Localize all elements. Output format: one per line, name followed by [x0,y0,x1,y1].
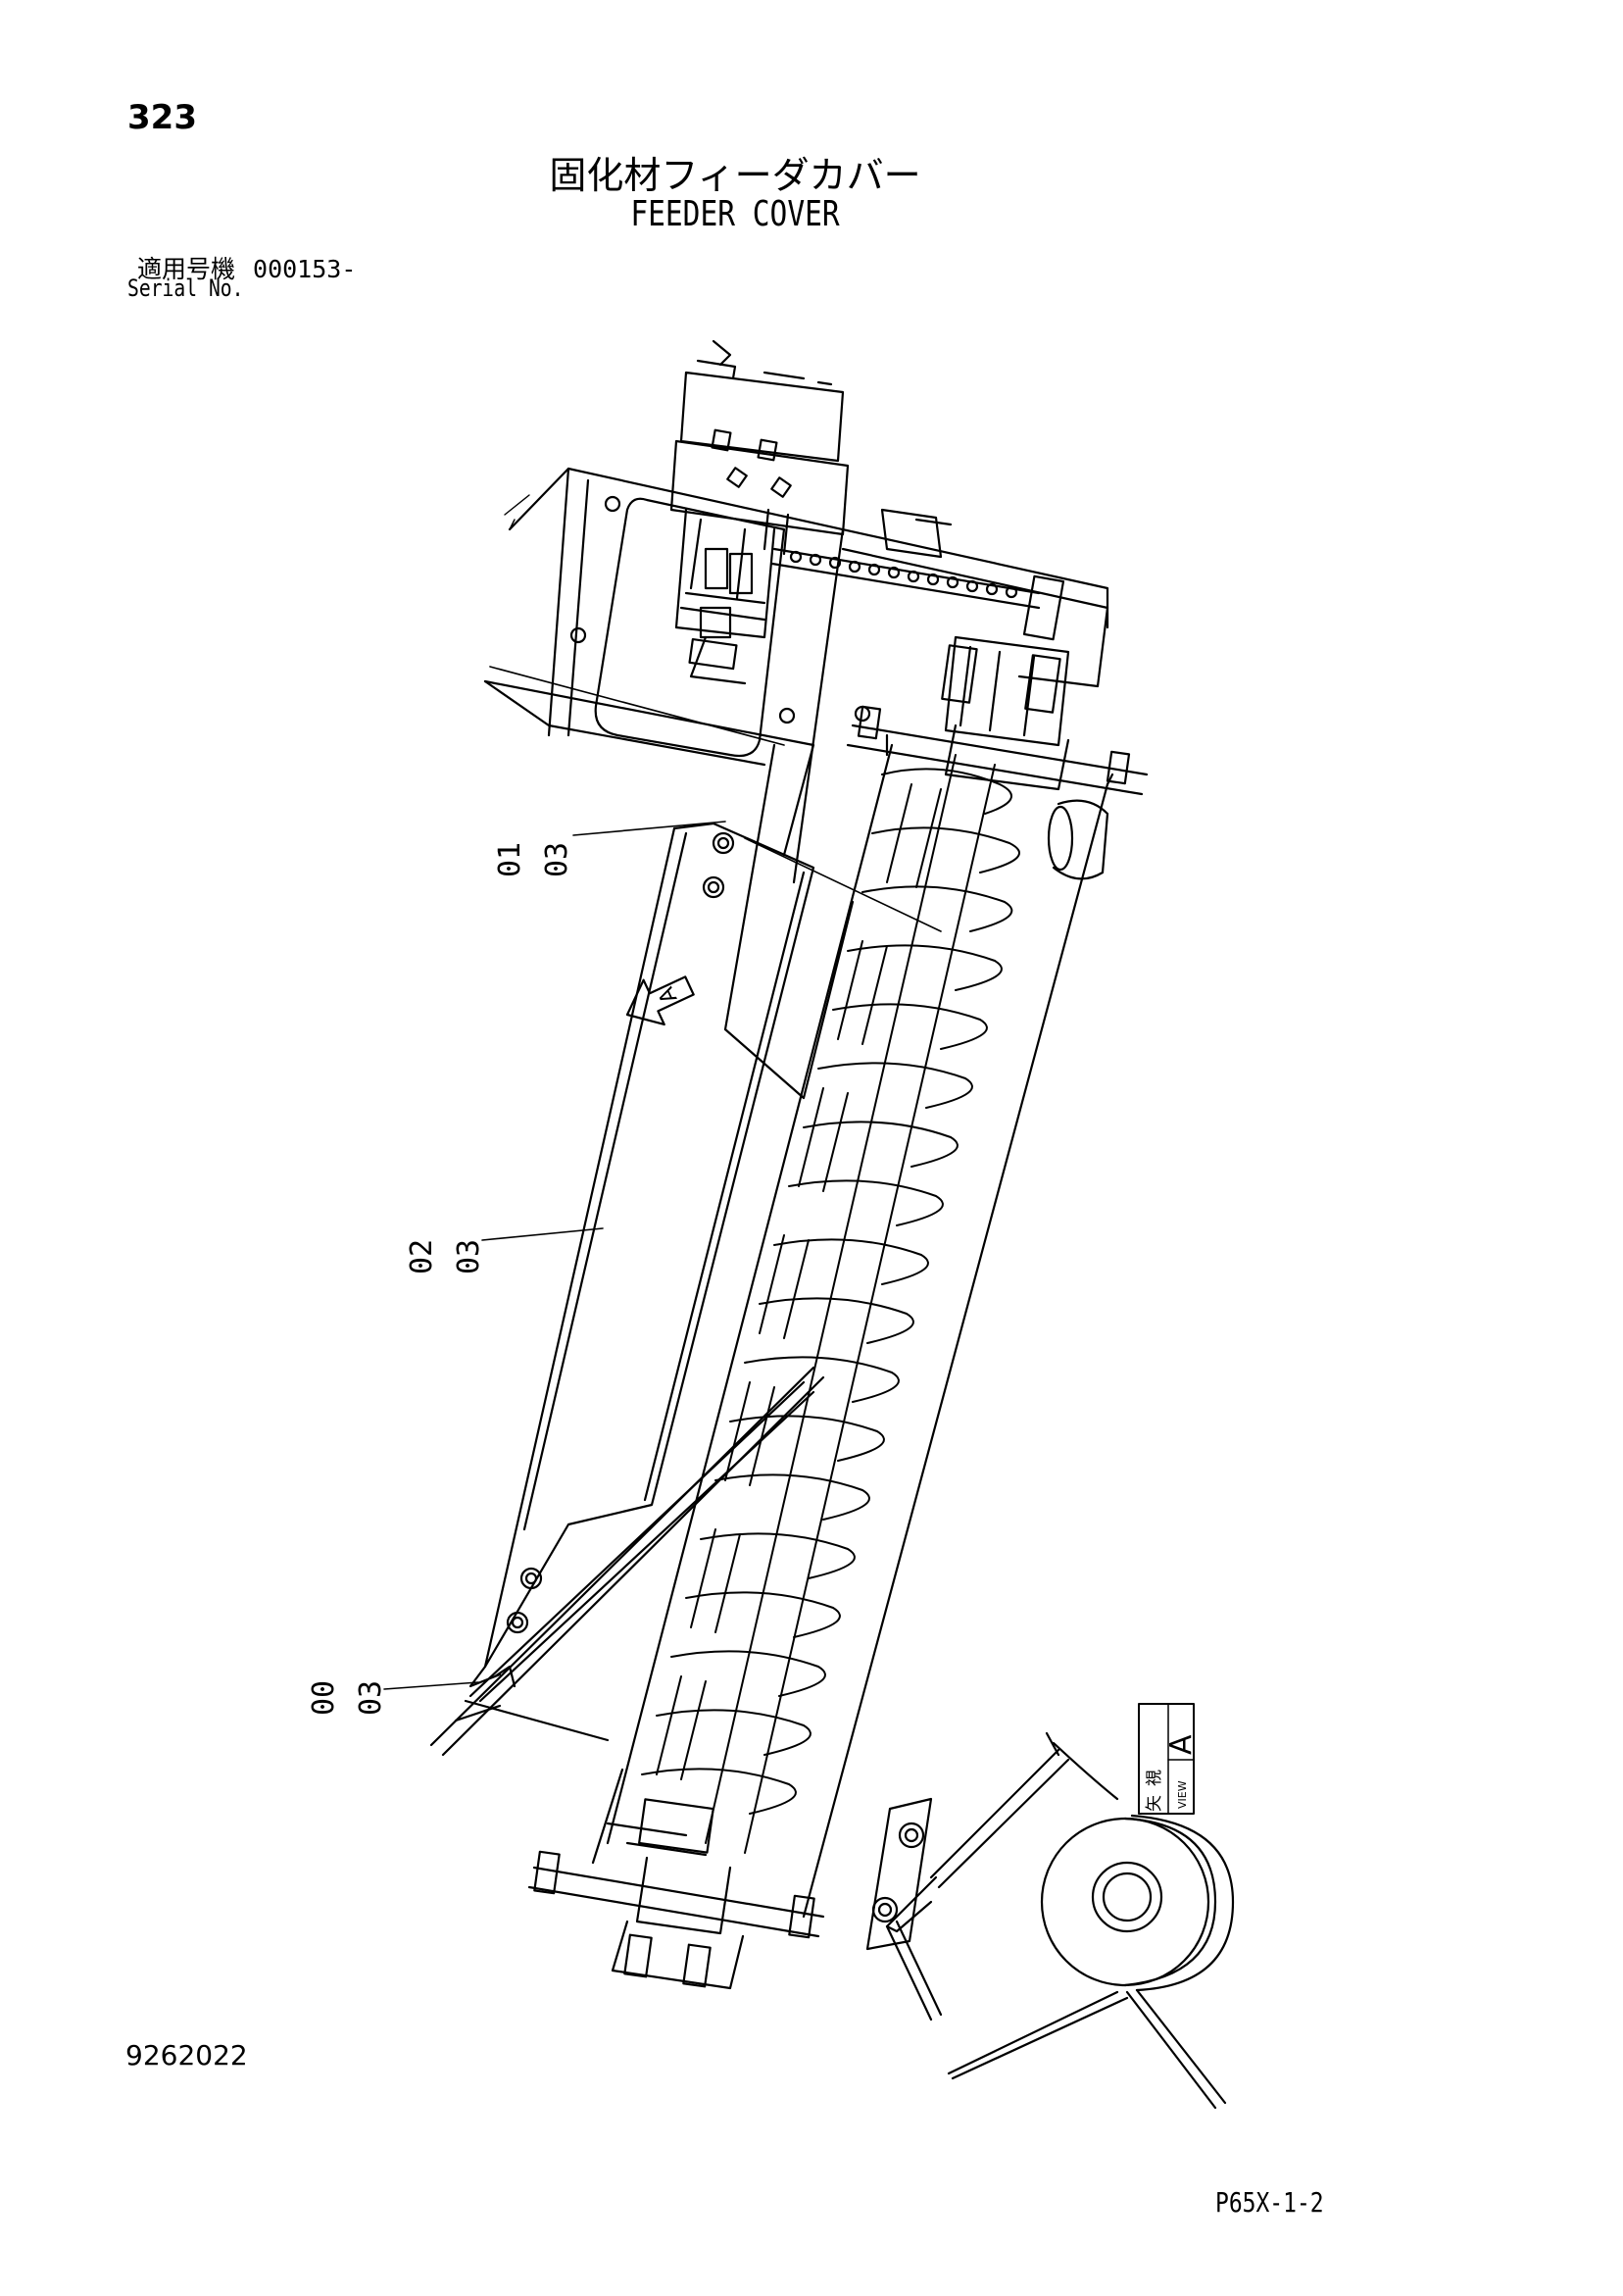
drive-motor [669,339,850,685]
view-box-kanji-2: 視 [1145,1770,1164,1786]
trough-outer-lines [489,666,942,1865]
document-number: 9262022 [125,2039,248,2071]
view-arrow-a: A [625,975,695,1026]
part-labels: 01 03 02 03 00 03 [307,821,726,1716]
view-arrow-letter: A [654,983,682,1007]
serial-line: 適用号機 000153- [137,250,356,285]
upper-bearing [846,635,1149,880]
part-label-02-03: 02 03 [405,1227,604,1274]
part-01-line1: 01 [493,842,527,877]
page-code: P65X-1-2 [1215,2186,1324,2219]
view-a-box: A 矢 視 VIEW [1138,1703,1199,1815]
serial-label-japanese: 適用号機 [137,255,236,283]
part-label-00-03: 00 03 [307,1680,479,1716]
serial-label-english: Serial No. [127,275,244,302]
lower-bearing [527,1798,825,1990]
title-english: FEEDER COVER [630,194,840,234]
page-number: 323 [127,98,197,137]
view-box-letter: A [1164,1734,1199,1755]
part-00-line2: 03 [354,1680,388,1716]
part-label-01-03: 01 03 [493,821,726,877]
serial-value: 000153- [253,255,357,283]
screw-flights [641,754,1020,1854]
lower-flap [429,1366,825,1757]
view-box-kanji-1: 矢 [1145,1795,1164,1812]
part-01-line2: 03 [540,842,574,877]
part-00-line1: 00 [307,1680,341,1716]
drive-chain [762,508,1065,641]
part-02-line2: 03 [452,1239,486,1274]
part-02-line1: 02 [405,1239,439,1274]
view-box-word: VIEW [1176,1780,1189,1809]
title-japanese: 固化材フィーダカバー [549,154,921,197]
view-a-detail [865,1731,1235,2110]
screw-trough [606,733,1114,1919]
feeder-cover-plate [468,822,815,1688]
